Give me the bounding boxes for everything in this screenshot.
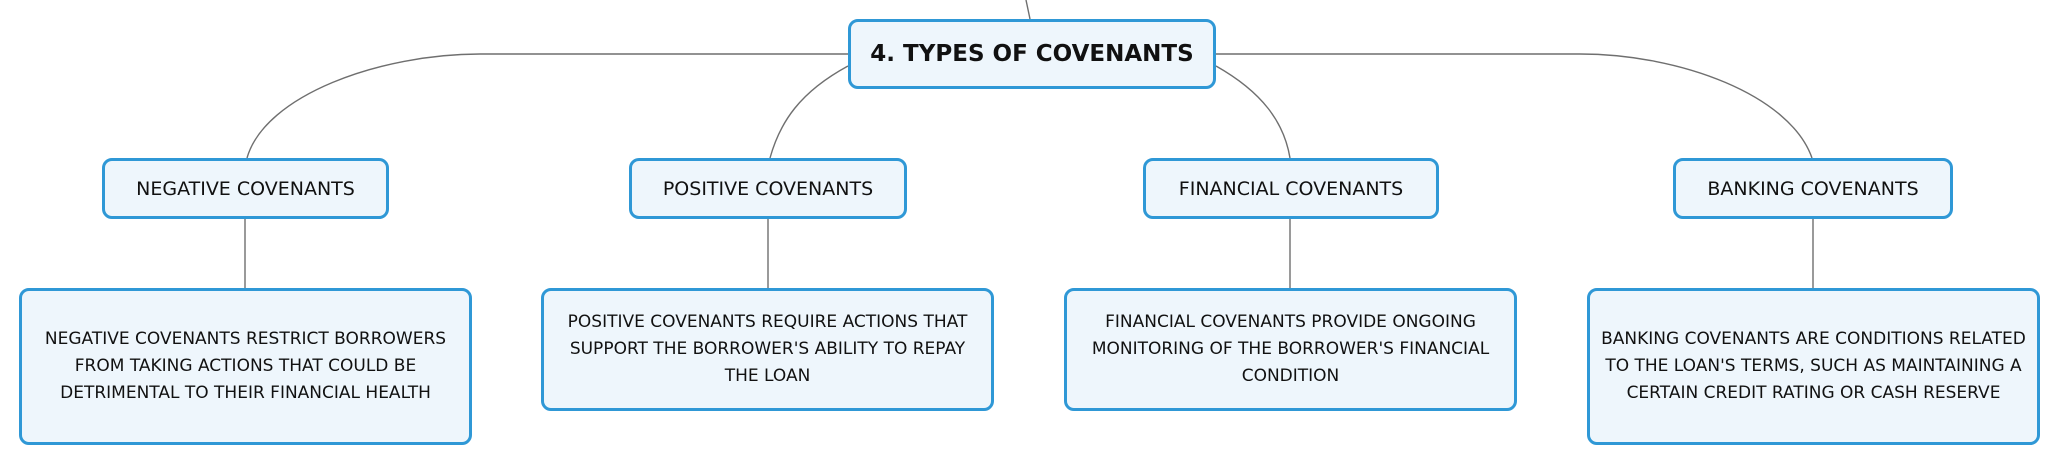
positive-covenants-node[interactable]: POSITIVE COVENANTS bbox=[629, 158, 907, 219]
financial-covenants-label: FINANCIAL COVENANTS bbox=[1178, 177, 1404, 200]
banking-covenants-node[interactable]: BANKING COVENANTS bbox=[1673, 158, 1953, 219]
financial-covenants-description: FINANCIAL COVENANTS PROVIDE ONGOING MONI… bbox=[1091, 312, 1490, 386]
connector-root-financial bbox=[1215, 65, 1291, 159]
negative-covenants-label: NEGATIVE COVENANTS bbox=[136, 177, 355, 200]
positive-covenants-description: POSITIVE COVENANTS REQUIRE ACTIONS THAT … bbox=[567, 312, 968, 386]
connector-root-positive bbox=[769, 65, 849, 159]
connector-root-banking bbox=[1216, 53, 1813, 159]
negative-covenants-description: NEGATIVE COVENANTS RESTRICT BORROWERS FR… bbox=[44, 329, 447, 403]
financial-covenants-node[interactable]: FINANCIAL COVENANTS bbox=[1143, 158, 1439, 219]
connector-root-negative bbox=[246, 53, 848, 159]
financial-covenants-description-node[interactable]: FINANCIAL COVENANTS PROVIDE ONGOING MONI… bbox=[1064, 288, 1517, 411]
negative-covenants-node[interactable]: NEGATIVE COVENANTS bbox=[102, 158, 389, 219]
positive-covenants-description-node[interactable]: POSITIVE COVENANTS REQUIRE ACTIONS THAT … bbox=[541, 288, 994, 411]
banking-covenants-label: BANKING COVENANTS bbox=[1707, 177, 1919, 200]
positive-covenants-label: POSITIVE COVENANTS bbox=[662, 177, 874, 200]
root-topic-label: 4. TYPES OF COVENANTS bbox=[870, 41, 1194, 67]
negative-covenants-description-node[interactable]: NEGATIVE COVENANTS RESTRICT BORROWERS FR… bbox=[19, 288, 472, 445]
banking-covenants-description-node[interactable]: BANKING COVENANTS ARE CONDITIONS RELATED… bbox=[1587, 288, 2040, 445]
root-topic-node[interactable]: 4. TYPES OF COVENANTS bbox=[848, 19, 1216, 89]
parent-connector bbox=[1025, 0, 1031, 20]
banking-covenants-description: BANKING COVENANTS ARE CONDITIONS RELATED… bbox=[1601, 329, 2026, 403]
